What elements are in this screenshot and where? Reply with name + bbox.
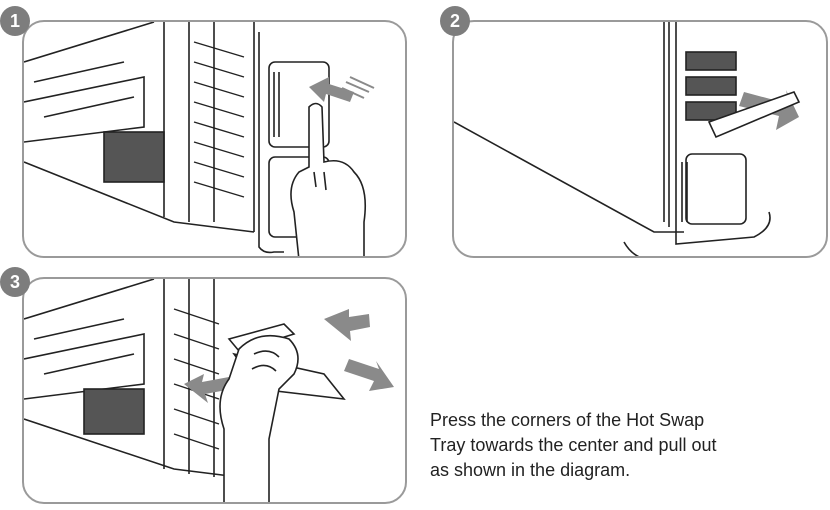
- step-1-illustration: [24, 22, 375, 256]
- press-arrow: [184, 309, 370, 403]
- pointing-hand: [290, 102, 367, 256]
- step-1-panel: [22, 20, 407, 258]
- instruction-caption: Press the corners of the Hot Swap Tray t…: [430, 408, 830, 483]
- push-arrow: [309, 76, 375, 102]
- step-3-badge: 3: [0, 267, 30, 297]
- pc-case-side: [454, 22, 684, 256]
- gripping-hand: [219, 334, 299, 502]
- step-3-panel: [22, 277, 407, 504]
- caption-line-2: Tray towards the center and pull out: [430, 435, 717, 455]
- caption-line-3: as shown in the diagram.: [430, 460, 631, 480]
- step-2-illustration: [454, 22, 801, 256]
- pull-arrow: [344, 359, 394, 391]
- step-2-panel: [452, 20, 828, 258]
- expansion-slots: [193, 41, 245, 198]
- front-bay-door: [258, 32, 330, 254]
- step-1-badge: 1: [0, 6, 30, 36]
- tray-door-open: [707, 91, 801, 139]
- step-2-badge: 2: [440, 6, 470, 36]
- caption-line-1: Press the corners of the Hot Swap: [430, 410, 705, 430]
- hot-swap-tray-bay: [675, 22, 771, 245]
- pc-case-interior: [24, 22, 255, 233]
- step-3-illustration: [24, 279, 394, 502]
